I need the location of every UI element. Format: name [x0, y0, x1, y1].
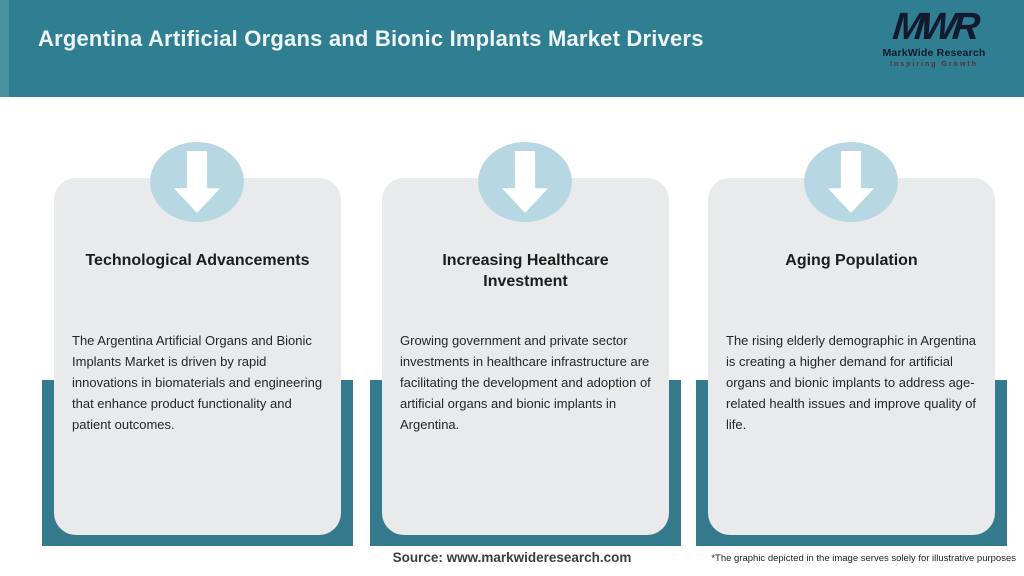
driver-card: Aging Population The rising elderly demo…: [708, 178, 995, 535]
card-icon-badge: [804, 142, 898, 222]
card-body-text: The rising elderly demographic in Argent…: [726, 333, 977, 432]
logo-name: MarkWide Research: [882, 47, 986, 59]
page-title: Argentina Artificial Organs and Bionic I…: [38, 26, 704, 51]
card-body-text: The Argentina Artificial Organs and Bion…: [72, 333, 323, 432]
driver-card-group: Technological Advancements The Argentina…: [42, 142, 353, 546]
card-title: Aging Population: [785, 252, 918, 269]
card-title: Technological Advancements: [85, 252, 310, 269]
logo-acronym: MWR: [890, 6, 978, 48]
markwide-research-logo: MWR MarkWide Research Inspiring Growth: [858, 6, 1010, 68]
driver-card: Technological Advancements The Argentina…: [54, 178, 341, 535]
arrow-down-icon: [502, 151, 548, 213]
header-accent-strip: [0, 0, 9, 97]
disclaimer-text: *The graphic depicted in the image serve…: [711, 553, 1016, 564]
driver-card: Increasing Healthcare Investment Growing…: [382, 178, 669, 535]
card-icon-badge: [478, 142, 572, 222]
driver-card-group: Increasing Healthcare Investment Growing…: [370, 142, 681, 546]
source-text: Source: www.markwideresearch.com: [392, 550, 632, 565]
logo-tagline: Inspiring Growth: [890, 60, 978, 68]
card-title: Increasing Healthcare Investment: [442, 252, 609, 290]
header-bar: Argentina Artificial Organs and Bionic I…: [0, 0, 1024, 97]
driver-card-group: Aging Population The rising elderly demo…: [696, 142, 1007, 546]
arrow-down-icon: [828, 151, 874, 213]
card-icon-badge: [150, 142, 244, 222]
card-body-text: Growing government and private sector in…: [400, 333, 651, 432]
arrow-down-icon: [174, 151, 220, 213]
